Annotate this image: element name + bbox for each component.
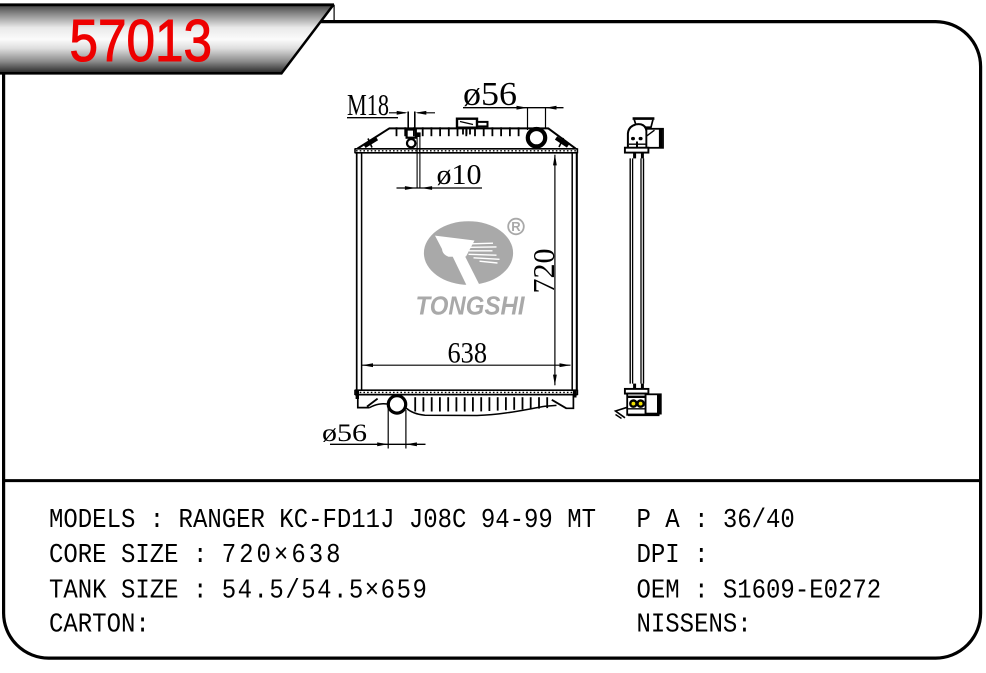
svg-text:R: R (511, 219, 521, 234)
svg-text:ø56: ø56 (322, 420, 367, 448)
svg-text:NISSENS:: NISSENS: (637, 609, 752, 640)
svg-text:TANK SIZE : 54.5/54.5×659: TANK SIZE : 54.5/54.5×659 (49, 575, 428, 606)
svg-text:720: 720 (527, 249, 561, 294)
svg-text:57013: 57013 (70, 8, 213, 74)
svg-text:CORE SIZE : 720×638: CORE SIZE : 720×638 (49, 540, 344, 571)
svg-text:MODELS : RANGER KC-FD11J J08C: MODELS : RANGER KC-FD11J J08C 94-99 MT (49, 505, 596, 536)
svg-text:M18: M18 (347, 88, 389, 122)
svg-text:ø10: ø10 (436, 159, 481, 191)
svg-text:P A : 36/40: P A : 36/40 (637, 505, 795, 536)
svg-text:OEM : S1609-E0272: OEM : S1609-E0272 (637, 575, 882, 606)
svg-text:CARTON:: CARTON: (49, 609, 150, 640)
svg-text:TONGSHI: TONGSHI (416, 293, 526, 321)
svg-text:DPI :: DPI : (637, 540, 709, 571)
svg-text:638: 638 (448, 337, 487, 370)
svg-text:ø56: ø56 (463, 75, 517, 112)
